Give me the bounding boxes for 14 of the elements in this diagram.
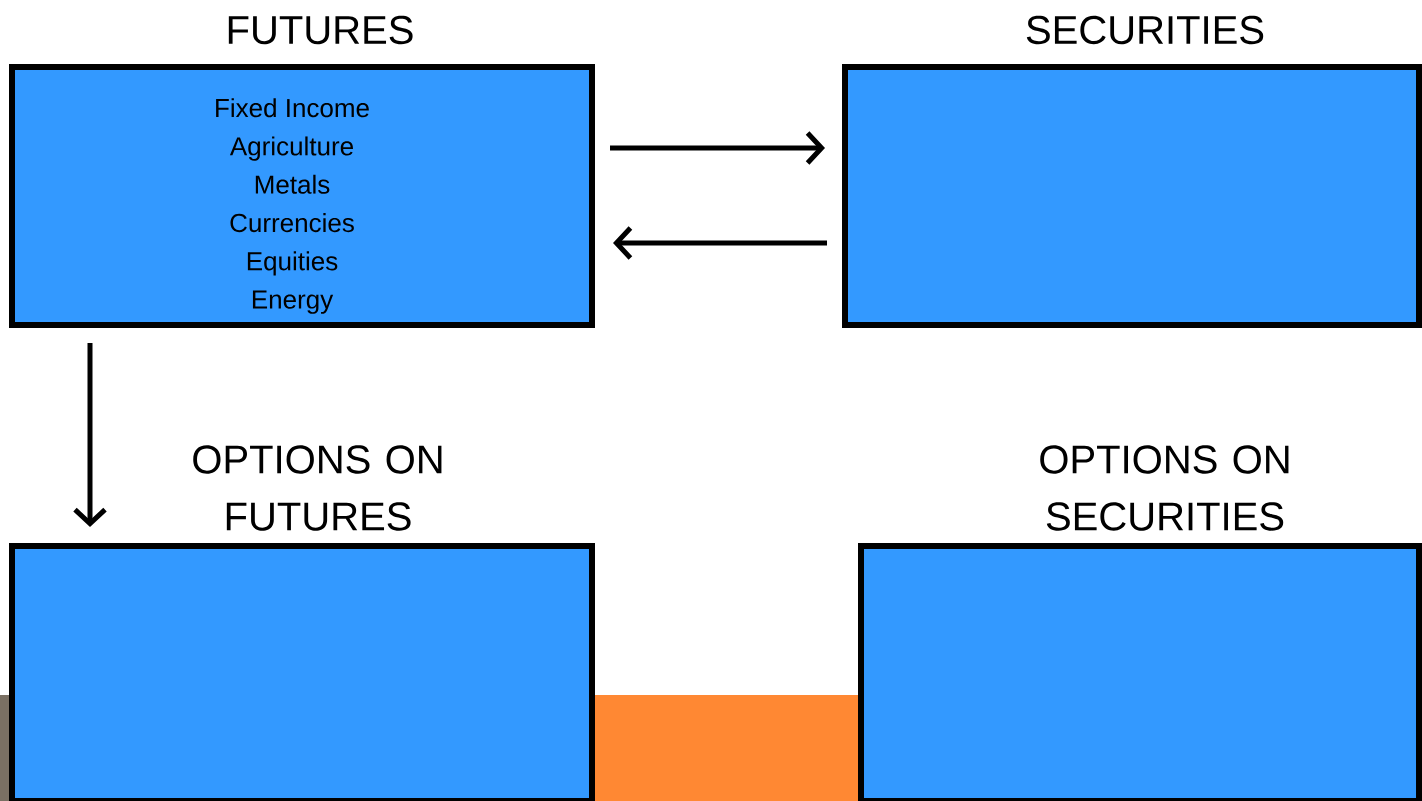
box-heading: OPTIONS ON FUTURES <box>193 445 442 531</box>
node-label: Currencies <box>230 213 354 233</box>
arrow <box>610 131 825 165</box>
box-heading: OPTIONS ON SECURITIES <box>1040 445 1289 531</box>
box-heading: FUTURES <box>228 15 413 45</box>
arrow <box>73 343 107 527</box>
box-heading: SECURITIES <box>1026 15 1264 45</box>
item-list: Fixed Income Agriculture Metals Currencies Equities Energy <box>216 98 369 314</box>
node-label: Metals <box>255 174 330 194</box>
node-label: Agriculture <box>229 136 353 161</box>
node-label: Equities <box>247 251 338 276</box>
arrow <box>613 226 827 260</box>
node-label: Energy <box>252 290 334 314</box>
node-label: Fixed Income <box>216 98 369 118</box>
